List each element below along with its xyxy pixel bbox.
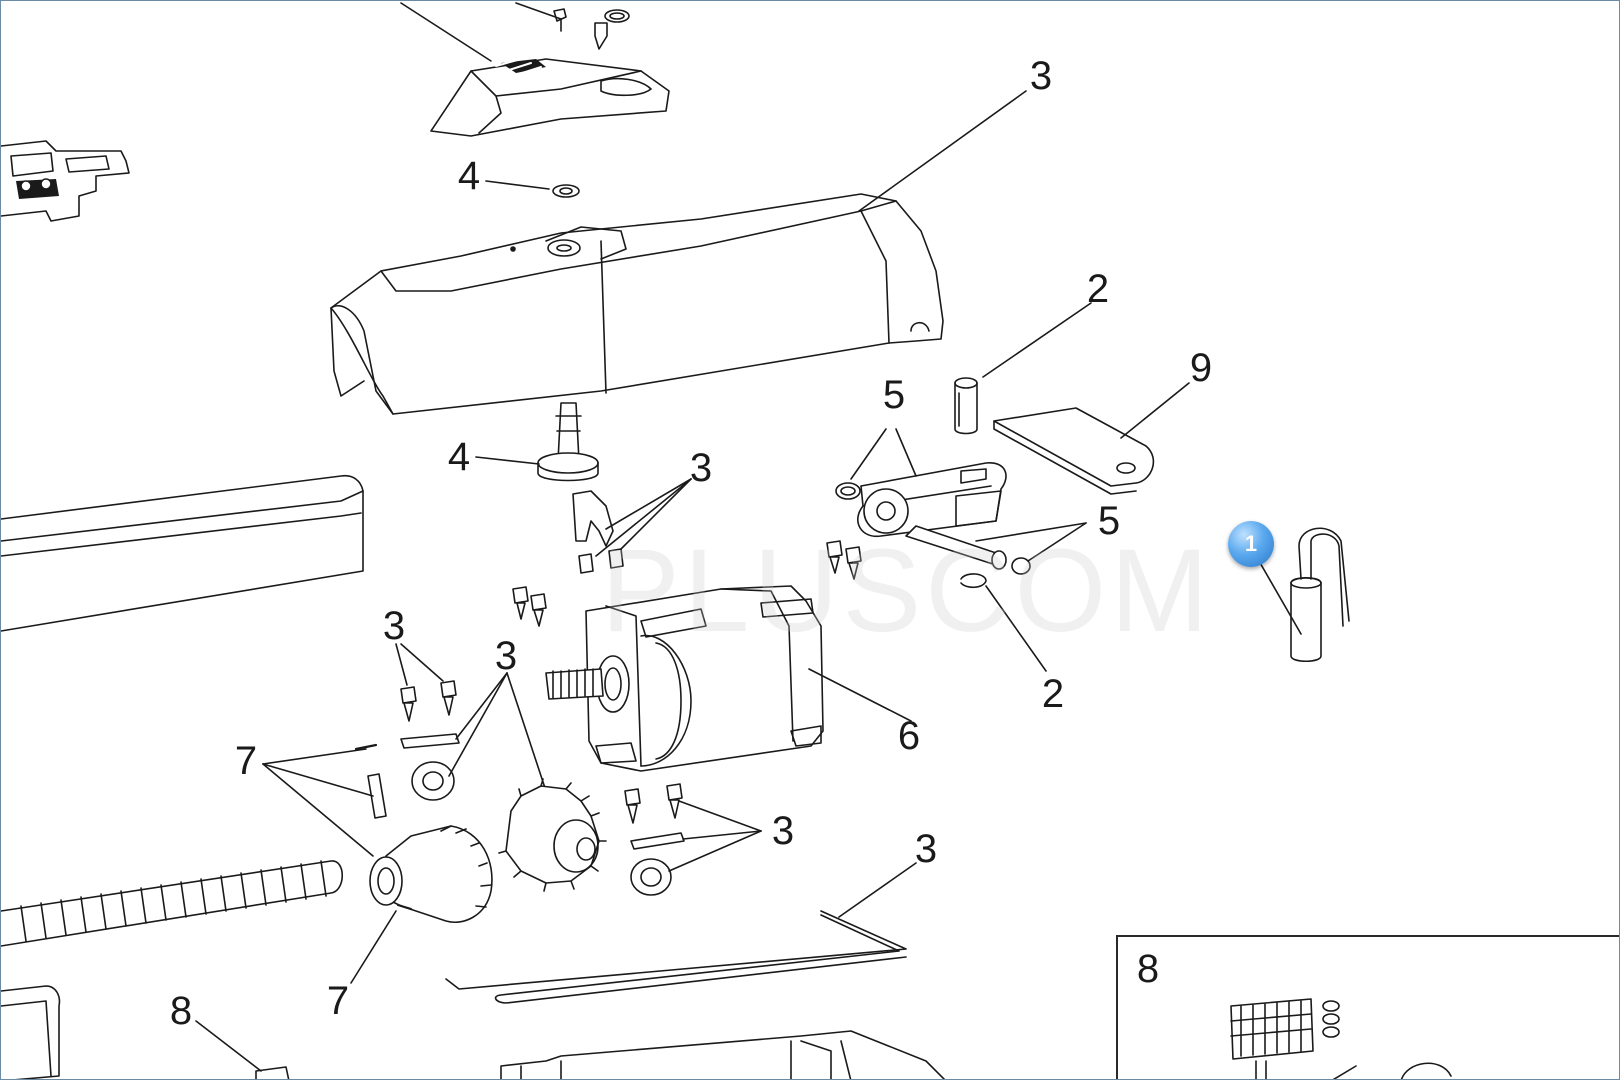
leader-3-top <box>858 90 1027 212</box>
leader-top-cap <box>400 2 492 62</box>
capacitor-1 <box>1258 527 1350 663</box>
screws-cluster-left <box>395 643 547 801</box>
part-label-3-gasket: 3 <box>914 827 938 871</box>
washer-4-top <box>485 180 580 198</box>
part-label-3-lever: 3 <box>689 446 713 490</box>
motor-6 <box>545 585 912 772</box>
part-label-5-bracket: 5 <box>882 373 906 417</box>
screws-cluster-right <box>624 783 762 896</box>
shaft-4-mid <box>475 402 599 482</box>
gasket-3 <box>445 862 917 1004</box>
part-label-4-shaft: 4 <box>447 435 471 479</box>
part-label-8-inset: 8 <box>1136 947 1160 991</box>
screws-motor-left <box>512 540 862 627</box>
part-label-7-bottom: 7 <box>326 979 350 1023</box>
plate-9 <box>993 382 1190 495</box>
gear-left <box>369 825 493 923</box>
part-label-2-pin: 2 <box>1086 267 1110 311</box>
part-label-3-washers: 3 <box>494 634 518 678</box>
pins-7 <box>262 743 387 857</box>
part-label-5-pin: 5 <box>1097 499 1121 543</box>
pin-5 <box>905 522 1087 575</box>
top-cap-part <box>430 58 670 137</box>
bracket-arm-part <box>835 428 1007 537</box>
bottom-left-part <box>1 985 290 1079</box>
capacitor-callout-badge[interactable]: 1 <box>1228 521 1274 567</box>
part-label-3-right: 3 <box>771 809 795 853</box>
pin-7-bottom <box>350 903 413 984</box>
watermark-text: PLUSCOM <box>601 525 1213 657</box>
part-label-2-clip: 2 <box>1041 672 1065 716</box>
inset-box <box>1116 935 1619 1079</box>
part-label-9-plate: 9 <box>1189 346 1213 390</box>
rail-bar-part <box>1 474 364 632</box>
lever-3-center <box>572 478 692 574</box>
part-label-3-cover: 3 <box>1029 54 1053 98</box>
main-cover-part <box>330 193 944 415</box>
part-label-7-pins: 7 <box>234 739 258 783</box>
top-screws <box>515 2 630 50</box>
gear-center <box>498 778 607 892</box>
part-label-6-motor: 6 <box>897 714 921 758</box>
pin-2-top <box>954 302 1092 435</box>
part-label-3-screws: 3 <box>382 604 406 648</box>
worm-screw <box>1 860 344 947</box>
part-label-8-left: 8 <box>169 989 193 1033</box>
part-label-4-washer: 4 <box>457 154 481 198</box>
inset-terminal-block <box>1230 998 1452 1079</box>
base-housing <box>500 1030 946 1079</box>
limit-switch-part <box>1 140 130 222</box>
clip-2-lower <box>960 573 1047 672</box>
